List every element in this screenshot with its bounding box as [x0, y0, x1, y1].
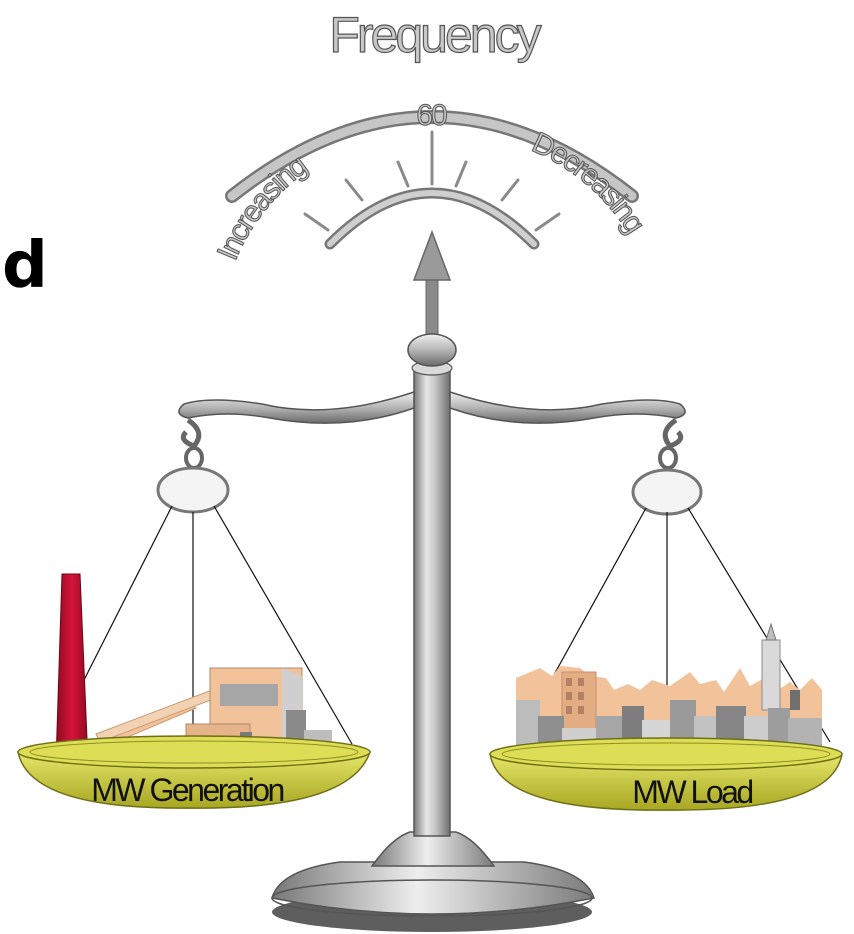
left-hanger-ring: [156, 466, 230, 514]
right-hanger-ring: [631, 468, 703, 516]
gauge-right-label-text: Decreasing: [527, 126, 651, 238]
smokestack-icon: [55, 573, 89, 763]
gauge-title: Frequency: [329, 7, 541, 63]
gauge-tick: [303, 212, 330, 232]
gauge-tick: [344, 178, 364, 202]
gauge-tick: [534, 212, 561, 232]
gauge-tick: [500, 178, 520, 202]
gauge-tick: [454, 160, 468, 188]
right-pan-label: MW Load: [632, 774, 752, 810]
right-pan: [489, 737, 843, 811]
left-pan: [17, 735, 372, 809]
left-pan-label: MW Generation: [91, 772, 283, 808]
arrow-up-icon: [412, 229, 452, 335]
gauge-tick: [396, 160, 410, 188]
panel-label: d: [2, 229, 48, 303]
scale-beam: [178, 390, 686, 470]
gauge-ticks: [303, 130, 561, 232]
gauge-center-value: 60: [416, 99, 447, 132]
gauge-right-label: Decreasing: [527, 126, 654, 239]
scale-pillar: [407, 333, 457, 837]
scale-base: [271, 831, 595, 932]
